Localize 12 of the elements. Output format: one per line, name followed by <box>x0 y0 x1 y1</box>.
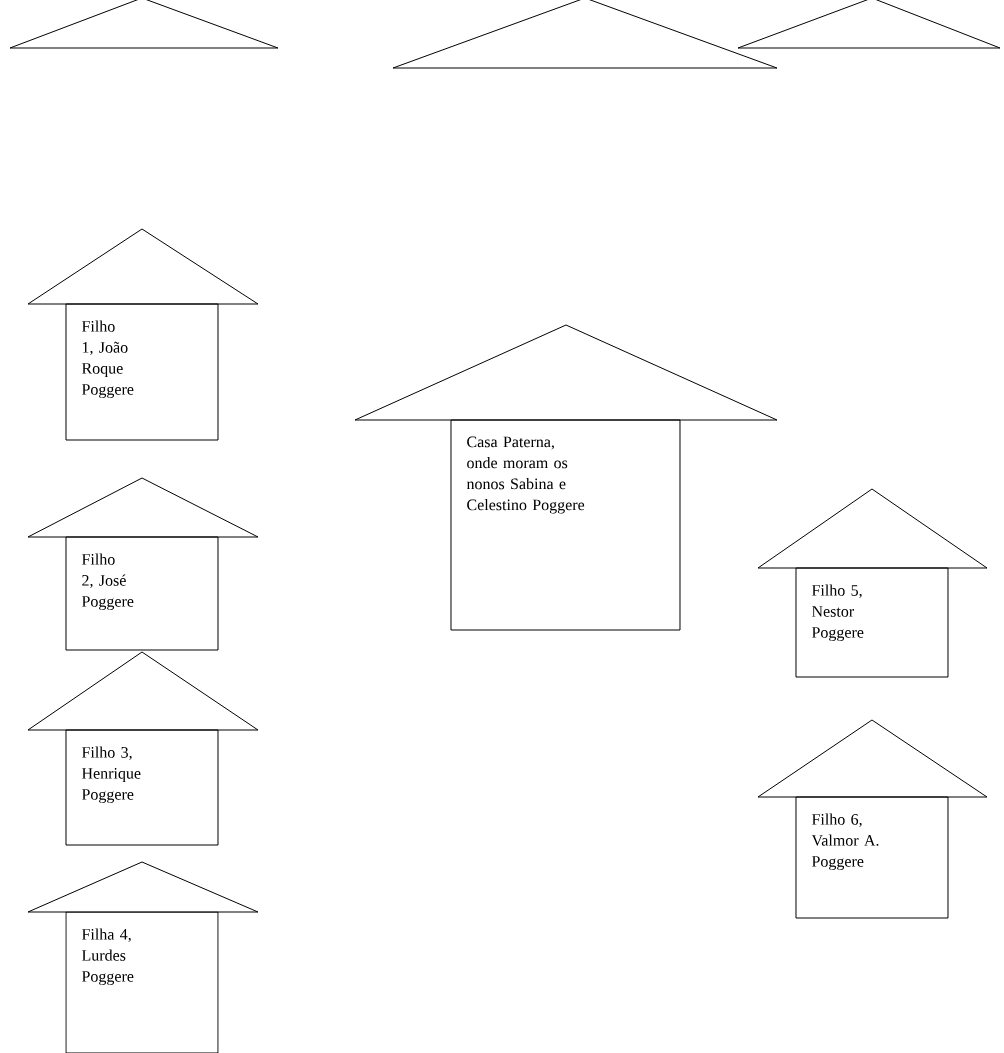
roof-triangle <box>737 0 1001 49</box>
house: Filho 6, Valmor A. Poggere <box>757 719 988 919</box>
roof-triangle <box>392 0 778 69</box>
house: Filho 1, João Roque Poggere <box>27 228 259 441</box>
house: Filho 5, Nestor Poggere <box>757 488 988 678</box>
house: Filha 4, Lurdes Poggere <box>27 861 259 1053</box>
house: Filho 3, Henrique Poggere <box>27 651 259 846</box>
house: Filho 2, José Poggere <box>27 477 259 651</box>
node-label: Filho 3, Henrique Poggere <box>81 746 141 804</box>
house: Casa Paterna, onde moram os nonos Sabina e Celestino Poggere <box>354 324 778 631</box>
node-label: Filho 5, Nestor Poggere <box>811 584 864 642</box>
roof-triangle <box>9 0 279 49</box>
